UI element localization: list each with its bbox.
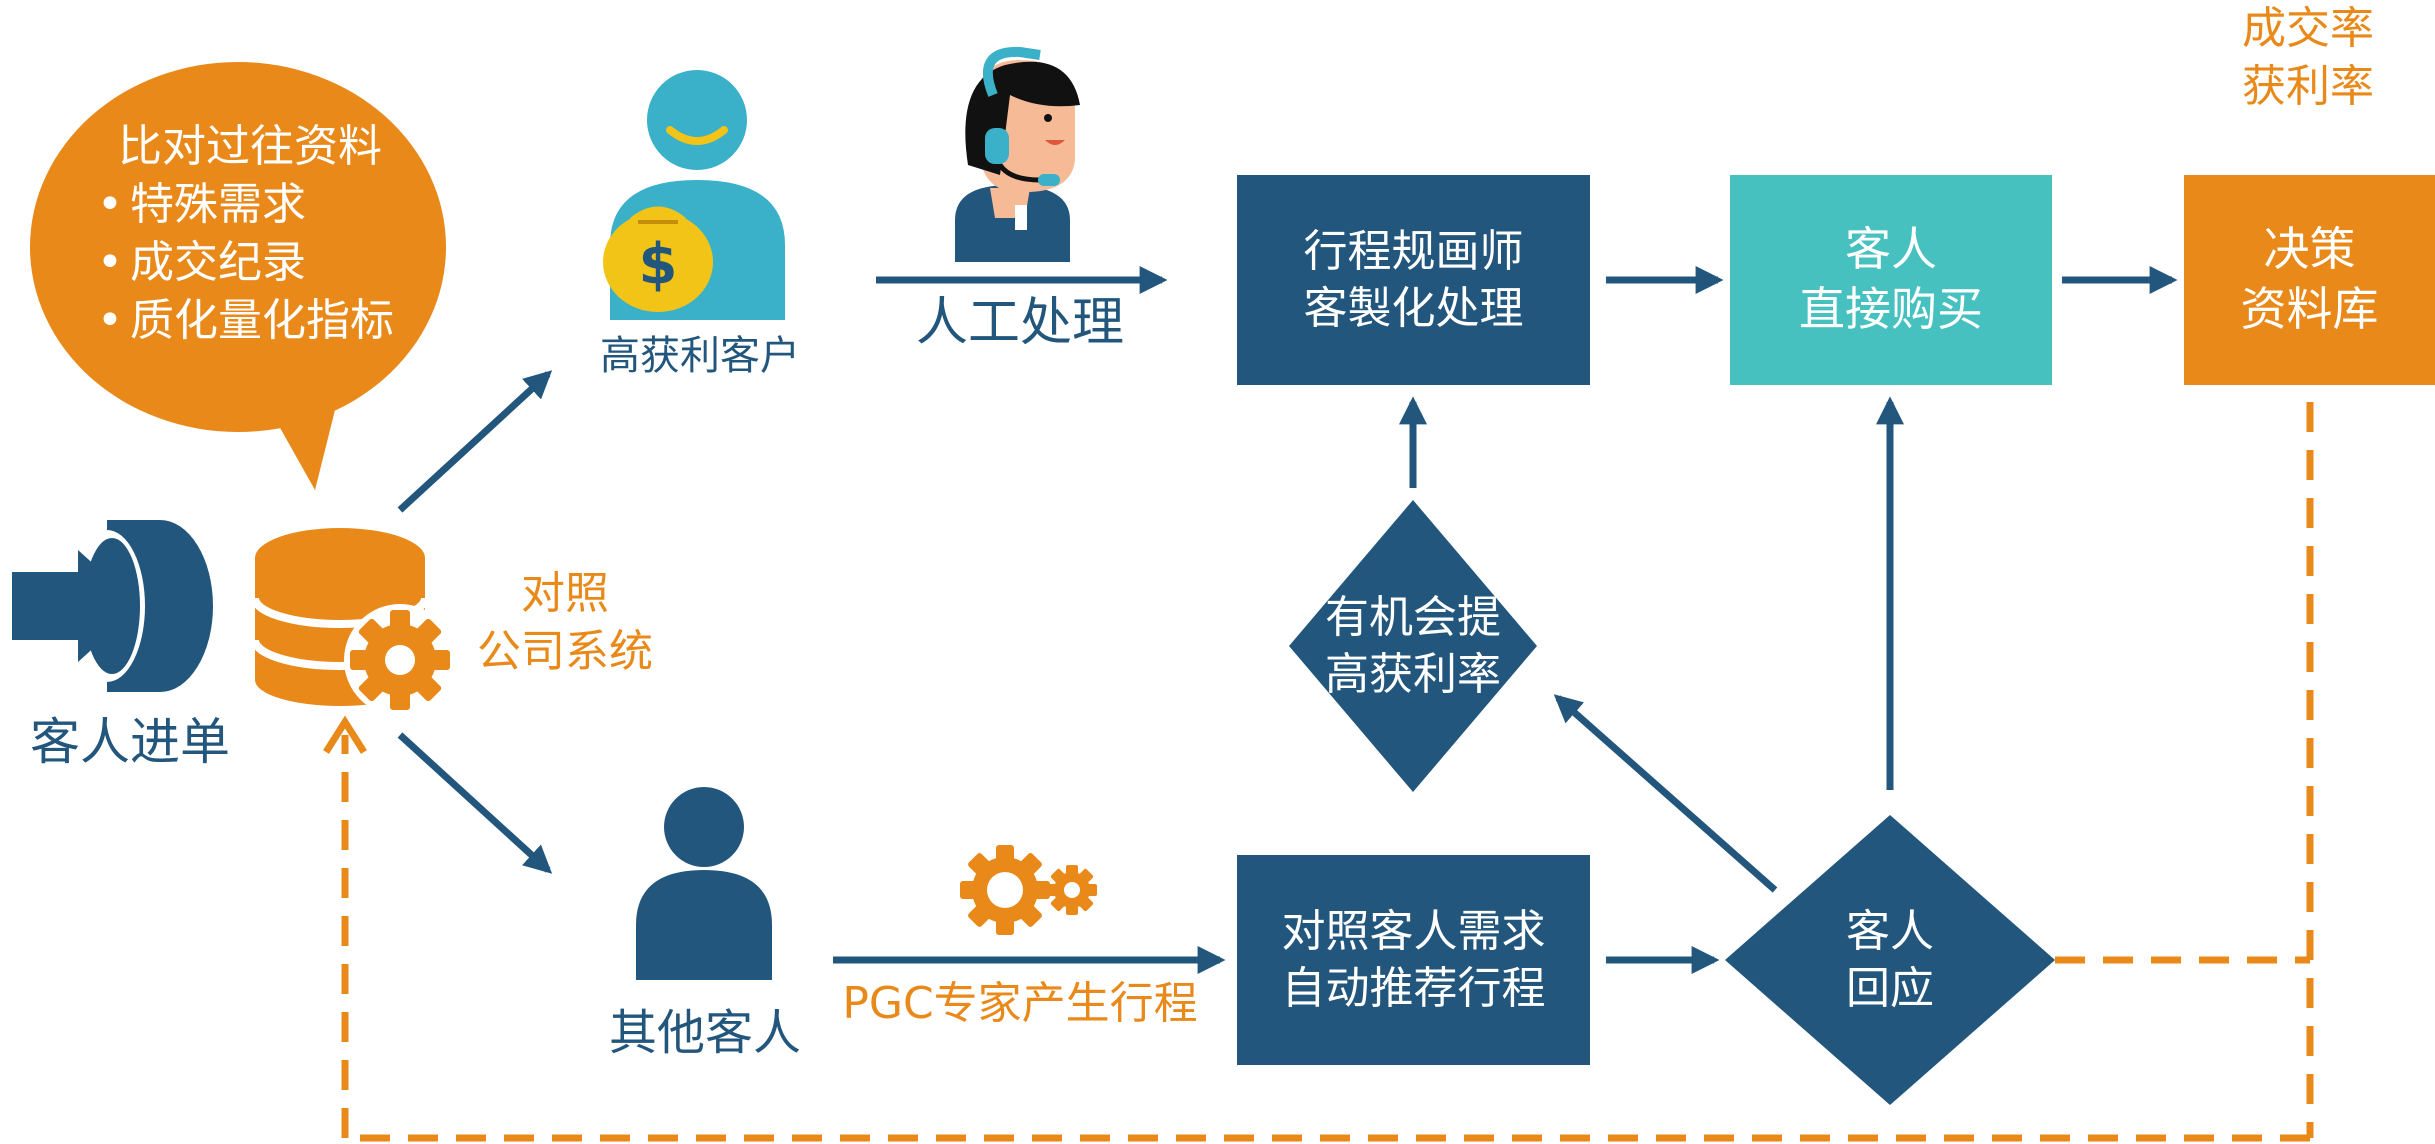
- decision-db-line2: 资料库: [2240, 282, 2379, 336]
- bubble-item-deal-records: 成交纪录: [60, 234, 440, 292]
- direct-buy-line2: 直接购买: [1799, 282, 1983, 336]
- metrics-line2: 获利率: [2242, 61, 2374, 112]
- other-customer-icon: [636, 787, 772, 980]
- planner-line1: 行程规画师: [1303, 225, 1524, 277]
- auto-line2: 自动推荐行程: [1281, 963, 1546, 1014]
- response-line1: 客人: [1846, 905, 1934, 957]
- bubble-title: 比对过往资料: [118, 121, 382, 172]
- response-diamond-shape: [1725, 815, 2055, 1105]
- flow-arrows: [397, 266, 2178, 974]
- opportunity-diamond: 有机会提 高获利率: [1289, 500, 1537, 792]
- opportunity-line1: 有机会提: [1325, 591, 1501, 643]
- feedback-loop-dashed: [341, 402, 2314, 1142]
- high-value-customer-icon: $: [603, 70, 785, 320]
- db-compare-line2: 公司系统: [477, 626, 653, 677]
- decision-db-box: 决策 资料库: [2184, 175, 2435, 385]
- direct-buy-line1: 客人: [1845, 222, 1937, 277]
- direct-buy-box-shape: [1730, 175, 2052, 385]
- bubble-item-metrics: 质化量化指标: [60, 292, 440, 350]
- metrics-label: 成交率 获利率: [2218, 0, 2398, 116]
- metrics-line1: 成交率: [2242, 3, 2374, 54]
- gears-icon: [960, 845, 1097, 935]
- planner-line2: 客製化处理: [1303, 283, 1524, 334]
- bubble-text-block: 比对过往资料 特殊需求 成交纪录 质化量化指标: [60, 118, 440, 350]
- arrow-response-to-opportunity: [1553, 694, 1778, 893]
- manual-processing-label: 人工处理: [915, 293, 1124, 353]
- feedback-arrowhead: [323, 715, 367, 754]
- svg-text:$: $: [639, 232, 678, 297]
- pgc-label: PGC专家产生行程: [842, 978, 1198, 1029]
- auto-recommend-box: 对照客人需求 自动推荐行程: [1237, 855, 1590, 1065]
- db-compare-line1: 对照: [521, 568, 609, 619]
- other-customer-label: 其他客人: [608, 1005, 801, 1061]
- arrow-db-to-other: [397, 732, 553, 874]
- auto-line1: 对照客人需求: [1281, 905, 1546, 957]
- planner-box: 行程规画师 客製化处理: [1237, 175, 1590, 385]
- door-entry-icon: [12, 520, 213, 692]
- high-customer-label: 高获利客户: [600, 333, 800, 379]
- arrow-db-to-high: [397, 370, 553, 513]
- opportunity-diamond-shape: [1289, 500, 1537, 792]
- planner-box-shape: [1237, 175, 1590, 385]
- db-compare-label: 对照 公司系统: [455, 565, 675, 681]
- direct-buy-box: 客人 直接购买: [1730, 175, 2052, 385]
- decision-db-box-shape: [2184, 175, 2435, 385]
- response-diamond: 客人 回应: [1725, 815, 2055, 1105]
- support-agent-icon: [955, 46, 1080, 262]
- decision-db-line1: 决策: [2263, 222, 2356, 277]
- response-line2: 回应: [1846, 963, 1934, 1014]
- bubble-item-special-needs: 特殊需求: [60, 176, 440, 234]
- database-gear-icon: [251, 528, 456, 716]
- auto-box-shape: [1237, 855, 1590, 1065]
- entry-label: 客人进单: [30, 713, 230, 771]
- opportunity-line2: 高获利率: [1325, 649, 1501, 700]
